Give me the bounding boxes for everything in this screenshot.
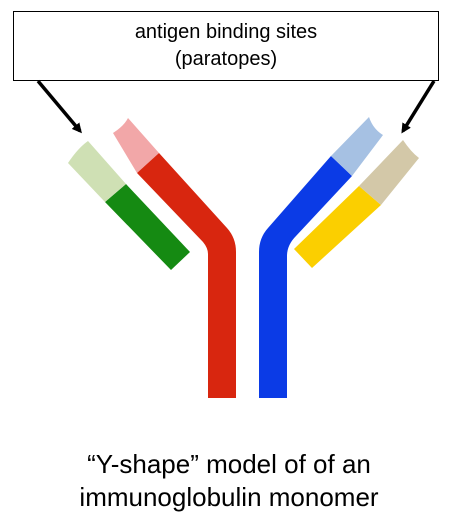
left-heavy-chain-variable [113, 118, 159, 173]
left-heavy-chain-constant [137, 153, 236, 398]
left-arrow [36, 79, 82, 134]
label-line-2: (paratopes) [174, 48, 278, 70]
paratope-label-box: antigen binding sites (paratopes) [13, 11, 439, 81]
label-line-1: antigen binding sites [134, 21, 318, 43]
right-light-chain-constant [294, 186, 381, 268]
right-arrow [401, 80, 436, 134]
right-heavy-chain-variable [331, 117, 383, 176]
diagram-caption: “Y-shape” model of of an immunoglobulin … [0, 448, 458, 514]
right-light-chain-variable [359, 140, 419, 205]
caption-line-2: immunoglobulin monomer [79, 482, 379, 512]
caption-line-1: “Y-shape” model of of an [87, 449, 371, 479]
left-light-chain-variable [68, 141, 126, 202]
right-heavy-chain-constant [259, 156, 352, 398]
left-light-chain-constant [105, 184, 190, 270]
